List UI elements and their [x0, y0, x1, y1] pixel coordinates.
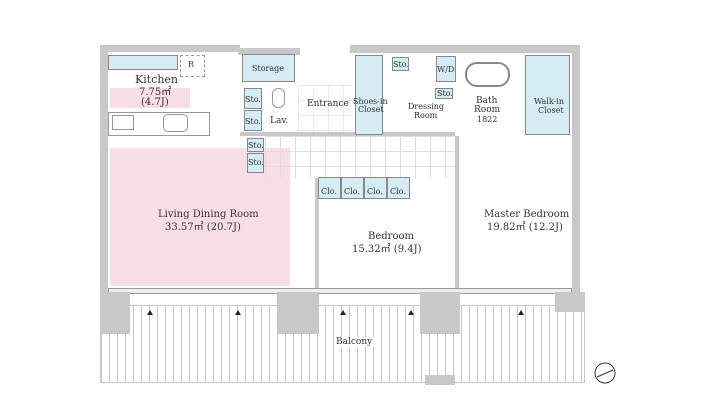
outer-wall-top-right — [350, 45, 580, 53]
kitchen-name: Kitchen — [135, 73, 178, 86]
pillar-4 — [555, 292, 585, 312]
facade — [108, 288, 572, 294]
sto-4 — [247, 153, 264, 173]
dressing-label-1: Dressing — [408, 102, 445, 111]
pillar-1 — [100, 292, 130, 334]
outer-wall-top-mid — [238, 48, 300, 55]
window-marker-icon — [147, 310, 153, 315]
window-marker-icon — [518, 310, 524, 315]
clo-1 — [318, 177, 341, 199]
kitchen-counter — [108, 112, 210, 136]
master-name: Master Bedroom — [484, 209, 570, 220]
sto-dressing-1 — [392, 57, 409, 71]
kitchen-area-highlight — [110, 88, 190, 108]
kitchen-jo: (4.7J) — [141, 97, 169, 108]
living-area: 33.57㎡ (20.7J) — [165, 222, 241, 233]
outer-wall-right — [572, 45, 580, 295]
walkin-label-1: Walk-in — [534, 97, 564, 106]
sto-dressing-1-label: Sto. — [393, 60, 409, 69]
sto-1-label: Sto. — [245, 95, 261, 104]
toilet — [272, 88, 285, 108]
compass-icon — [594, 362, 616, 384]
sto-dressing-2-label: Sto. — [437, 89, 453, 98]
walk-in-closet — [525, 55, 570, 135]
pillar-3 — [420, 292, 460, 334]
sto-3 — [247, 138, 264, 152]
shoes-in-closet — [355, 55, 383, 135]
sto-4-label: Sto. — [248, 158, 264, 167]
walkin-label-2: Closet — [538, 106, 564, 115]
wd-label: W/D — [437, 65, 455, 74]
clo-2-label: Clo. — [344, 187, 360, 196]
outer-wall-left — [100, 45, 108, 295]
bath-size: 1822 — [477, 115, 498, 124]
washer-dryer — [436, 56, 456, 82]
lav-label: Lav. — [270, 116, 289, 126]
kitchen-window-counter — [108, 55, 178, 70]
shoes-label-2: Closet — [358, 105, 384, 114]
sto-2 — [244, 110, 262, 131]
dressing-label-2: Room — [414, 111, 438, 120]
sto-3-label: Sto. — [248, 141, 264, 150]
fridge-label: R — [188, 60, 195, 69]
bedroom-name: Bedroom — [368, 231, 414, 242]
sto-1 — [244, 88, 262, 109]
hallway — [265, 136, 455, 178]
clo-1-label: Clo. — [321, 187, 337, 196]
living-name: Living Dining Room — [158, 209, 259, 220]
sink — [163, 114, 188, 132]
wall-bed-right — [455, 136, 459, 290]
balcony-label: Balcony — [334, 337, 375, 348]
clo-3-label: Clo. — [367, 187, 383, 196]
storage-label: Storage — [252, 64, 284, 73]
shoes-label-1: Shoes-in — [353, 97, 388, 106]
outer-wall-top-left — [100, 45, 240, 52]
master-area: 19.82㎡ (12.2J) — [487, 222, 563, 233]
window-marker-icon — [408, 310, 414, 315]
balcony-unit — [425, 375, 455, 385]
clo-4 — [387, 177, 410, 199]
entrance-floor — [298, 85, 353, 132]
window-marker-icon — [340, 310, 346, 315]
entrance-label: Entrance — [307, 99, 349, 109]
bath-label-2: Room — [474, 105, 501, 115]
fridge — [180, 55, 205, 77]
bedroom-area: 15.32㎡ (9.4J) — [352, 244, 422, 255]
sto-dressing-2 — [435, 88, 453, 99]
kitchen-area: 7.75㎡ — [139, 87, 172, 98]
clo-4-label: Clo. — [390, 187, 406, 196]
clo-3 — [364, 177, 387, 199]
stove — [112, 115, 134, 130]
sto-2-label: Sto. — [245, 117, 261, 126]
wall-bed-left — [315, 178, 319, 290]
wall-hall — [240, 132, 455, 136]
pillar-2 — [277, 292, 319, 334]
bathtub — [465, 62, 510, 87]
storage — [242, 54, 295, 82]
clo-2 — [341, 177, 364, 199]
bath-label-1: Bath — [476, 96, 498, 106]
window-marker-icon — [235, 310, 241, 315]
